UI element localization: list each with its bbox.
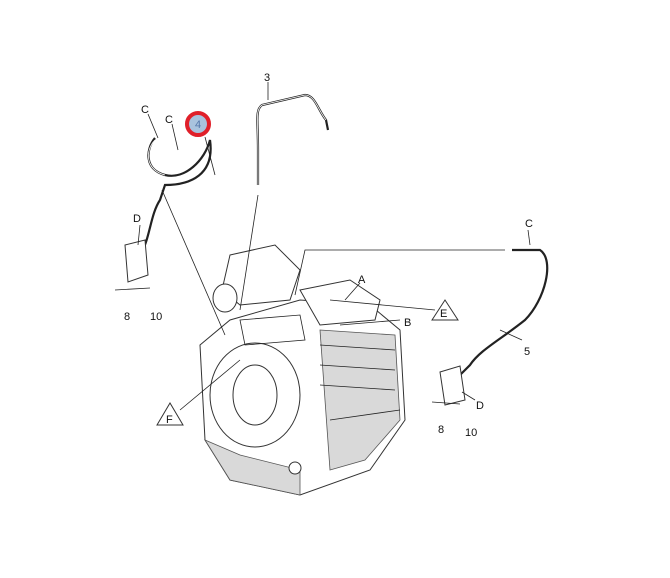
callout-4[interactable]: 4 <box>195 119 201 131</box>
callout-b: B <box>404 317 411 329</box>
callout-f: F <box>166 414 173 426</box>
callout-d: D <box>476 400 484 412</box>
sensor-4-cable <box>124 137 212 283</box>
view-triangle-e <box>431 299 459 321</box>
highlight-ring[interactable] <box>185 111 211 137</box>
callout-10: 10 <box>150 311 162 323</box>
sensor-5-cable <box>439 248 549 406</box>
exhaust-aftertreatment-unit <box>199 244 406 496</box>
view-triangle-f <box>156 402 184 426</box>
pressure-pipe-3 <box>256 93 330 185</box>
callout-c: C <box>141 104 149 116</box>
callout-8: 8 <box>124 311 130 323</box>
callout-a: A <box>358 274 366 286</box>
leader-lines <box>114 82 531 411</box>
callout-10: 10 <box>465 427 477 439</box>
callout-c: C <box>525 218 533 230</box>
callout-d: D <box>133 213 141 225</box>
callout-3: 3 <box>264 72 270 84</box>
callout-8: 8 <box>438 424 444 436</box>
callout-c: C <box>165 114 173 126</box>
callout-e: E <box>440 308 447 320</box>
callout-5: 5 <box>524 346 530 358</box>
